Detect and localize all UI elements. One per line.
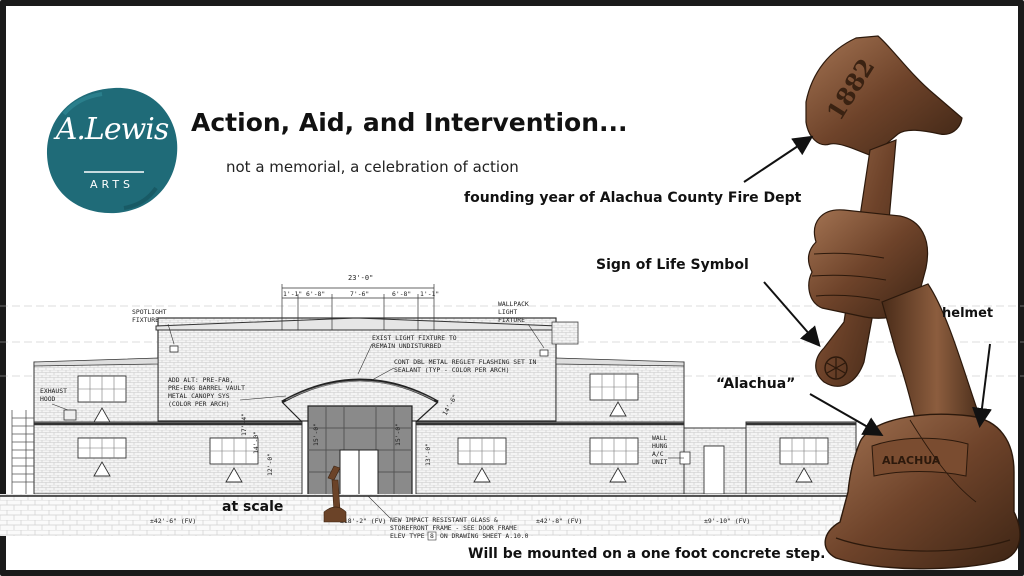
spotlight-fixture bbox=[169, 345, 179, 353]
building-elevation-drawing: 23'-0" 1'-1" 6'-8" 7'-6" 6'-8" 1'-1" SPO… bbox=[0, 274, 1024, 541]
elev-4: ±9'-10" (FV) bbox=[704, 517, 750, 525]
note-add-alt-3: METAL CANOPY SYS bbox=[168, 392, 230, 400]
sculpture-at-scale-figure bbox=[323, 465, 347, 523]
slide-title: Action, Aid, and Intervention... bbox=[191, 108, 628, 137]
annex-door bbox=[703, 445, 725, 495]
upper-block bbox=[157, 317, 557, 422]
sculpture-photo: 1882 ALACHUA bbox=[805, 35, 1021, 570]
note-glass-tag: 8 bbox=[430, 532, 434, 540]
note-wall-hung-4: UNIT bbox=[652, 458, 668, 466]
triangle-markers bbox=[93, 401, 813, 483]
dim-overall: 23'-0" bbox=[348, 274, 373, 282]
vdim-3: 12'-0" bbox=[266, 453, 274, 476]
wallpack-fixture bbox=[539, 349, 549, 357]
paving bbox=[0, 494, 900, 536]
label-founding-year: founding year of Alachua County Fire Dep… bbox=[464, 190, 802, 206]
vdim-6: 13'-0" bbox=[424, 443, 432, 466]
note-glass-3: ELEV TYPE bbox=[390, 532, 425, 540]
label-sign-of-life: Sign of Life Symbol bbox=[596, 257, 749, 273]
note-spotlight-2: FIXTURE bbox=[132, 316, 159, 324]
helmet-shield-text: ALACHUA bbox=[882, 454, 941, 467]
note-wall-hung-3: A/C bbox=[652, 450, 664, 458]
logo-badge bbox=[46, 87, 178, 214]
note-add-alt-2: PRE-ENG BARREL VAULT bbox=[168, 384, 245, 392]
exhaust-hood bbox=[63, 409, 77, 421]
note-add-alt-4: (COLOR PER ARCH) bbox=[168, 400, 230, 408]
vdim-5: 15'-0" bbox=[394, 423, 402, 446]
lower-left-band bbox=[33, 421, 303, 495]
note-wall-hung-1: WALL bbox=[652, 434, 668, 442]
note-reglet-1: CONT DBL METAL REGLET FLASHING SET IN bbox=[394, 358, 537, 366]
note-glass-4: ON DRAWING SHEET A.10.0 bbox=[440, 532, 529, 540]
note-wallpack-3: FIXTURE bbox=[498, 316, 525, 324]
note-add-alt-1: ADD ALT: PRE-FAB, bbox=[168, 376, 233, 384]
label-alachua: “Alachua” bbox=[716, 376, 796, 392]
note-exhaust-1: EXHAUST bbox=[40, 387, 67, 395]
lower-right-band bbox=[415, 421, 685, 495]
note-spotlight-1: SPOTLIGHT bbox=[132, 308, 167, 316]
elev-3: ±42'-8" (FV) bbox=[536, 517, 582, 525]
axe-head bbox=[805, 35, 963, 157]
sign-of-life-symbol bbox=[824, 356, 848, 380]
vdim-4: 15'-0" bbox=[312, 423, 320, 446]
dim-seg-4: 6'-8" bbox=[392, 290, 411, 298]
note-reglet-2: SEALANT (TYP - COLOR PER ARCH) bbox=[394, 366, 509, 374]
slide-subtitle: not a memorial, a celebration of action bbox=[226, 158, 519, 176]
vdim-1: 17'-4" bbox=[240, 413, 248, 436]
dim-seg-1: 1'-1" bbox=[283, 290, 302, 298]
logo-subtitle: ARTS bbox=[89, 178, 135, 191]
note-wallpack-2: LIGHT bbox=[498, 308, 517, 316]
dim-seg-3: 7'-6" bbox=[350, 290, 369, 298]
left-stair bbox=[11, 410, 34, 494]
dim-seg-5: 1'-1" bbox=[420, 290, 439, 298]
note-wallpack-1: WALLPACK bbox=[498, 300, 529, 308]
note-glass-1: NEW IMPACT RESISTANT GLASS & bbox=[390, 516, 498, 524]
note-wall-hung-2: HUNG bbox=[652, 442, 668, 450]
dim-seg-2: 6'-8" bbox=[306, 290, 325, 298]
elev-2: ±18'-2" (FV) bbox=[340, 517, 386, 525]
logo-wordmark: A.Lewis bbox=[55, 112, 170, 147]
elev-1: ±42'-6" (FV) bbox=[150, 517, 196, 525]
vdim-2: 14'-0" bbox=[252, 431, 260, 454]
label-mounted: Will be mounted on a one foot concrete s… bbox=[468, 546, 826, 562]
note-exhaust-2: HOOD bbox=[40, 395, 56, 403]
note-glass-2: STOREFRONT FRAME - SEE DOOR FRAME bbox=[390, 524, 517, 532]
note-exist-light-1: EXIST LIGHT FIXTURE TO bbox=[372, 334, 457, 342]
note-exist-light-2: REMAIN UNDISTURBED bbox=[372, 342, 441, 350]
label-at-scale: at scale bbox=[222, 499, 284, 515]
label-helmet: helmet bbox=[942, 306, 994, 321]
